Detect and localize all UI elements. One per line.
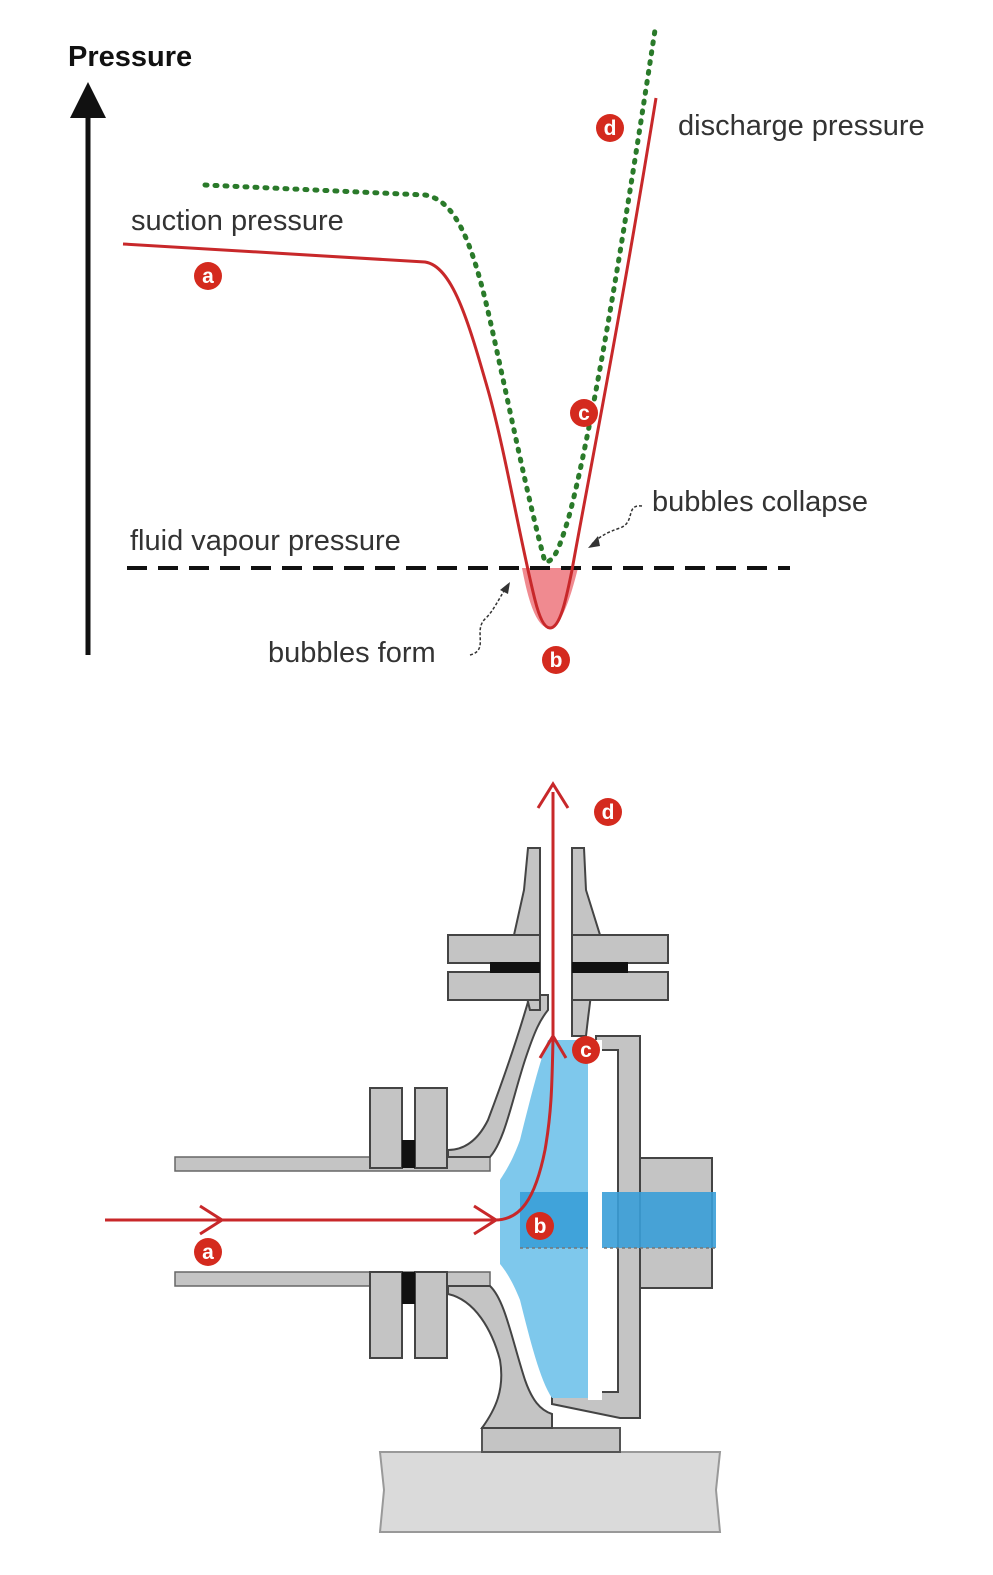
svg-text:d: d bbox=[602, 801, 615, 824]
svg-text:a: a bbox=[202, 1241, 214, 1264]
graph-marker-a: a bbox=[194, 262, 222, 290]
discharge-pressure-label: discharge pressure bbox=[678, 110, 925, 142]
svg-text:b: b bbox=[550, 649, 563, 672]
discharge-flange-top-left bbox=[447, 934, 541, 964]
bubbles-form-label: bubbles form bbox=[268, 637, 436, 669]
bubbles-collapse-label: bubbles collapse bbox=[652, 486, 868, 518]
discharge-flange-bottom-right bbox=[571, 971, 669, 1001]
suction-flange-left-bottom bbox=[369, 1271, 403, 1359]
flow-arrowhead-discharge bbox=[536, 781, 570, 809]
vapour-pressure-label: fluid vapour pressure bbox=[130, 525, 401, 557]
graph-marker-b: b bbox=[542, 646, 570, 674]
pump-marker-c: c bbox=[572, 1036, 600, 1064]
suction-flange-left-top bbox=[369, 1087, 403, 1169]
pressure-curve bbox=[122, 97, 658, 630]
no-cavitation-curve bbox=[202, 27, 658, 565]
discharge-gasket-left bbox=[490, 962, 540, 973]
flow-chevron-eye bbox=[473, 1204, 499, 1236]
pressure-graph: Pressure suction pressure discharge pres… bbox=[68, 27, 925, 674]
suction-gasket-bottom bbox=[402, 1272, 415, 1304]
graph-marker-c: c bbox=[570, 399, 598, 427]
flow-path bbox=[105, 792, 555, 1222]
axis-title: Pressure bbox=[68, 41, 192, 73]
impeller-shaft-band bbox=[520, 1192, 716, 1248]
discharge-gasket-right bbox=[572, 962, 628, 973]
bubbles-form-arrowhead bbox=[500, 582, 510, 594]
pump-cross-section: a b c d bbox=[105, 781, 722, 1533]
impeller-hub-gap bbox=[588, 1040, 602, 1400]
svg-text:c: c bbox=[580, 1039, 592, 1062]
suction-flange-right-top bbox=[414, 1087, 448, 1169]
flow-chevron-outlet bbox=[538, 1033, 568, 1059]
axis-arrowhead bbox=[70, 82, 106, 118]
svg-text:c: c bbox=[578, 402, 590, 425]
bubbles-collapse-arrowhead bbox=[588, 536, 600, 548]
svg-text:b: b bbox=[534, 1215, 547, 1238]
pump-marker-a: a bbox=[194, 1238, 222, 1266]
graph-marker-d: d bbox=[596, 114, 624, 142]
suction-gasket-top bbox=[402, 1140, 415, 1168]
svg-text:d: d bbox=[604, 117, 617, 140]
suction-pressure-label: suction pressure bbox=[131, 205, 344, 237]
suction-flange-right-bottom bbox=[414, 1271, 448, 1359]
discharge-flange-top-right bbox=[571, 934, 669, 964]
pump-marker-d: d bbox=[594, 798, 622, 826]
bubble-region bbox=[522, 568, 578, 629]
discharge-flange-bottom-left bbox=[447, 971, 541, 1001]
svg-text:a: a bbox=[202, 265, 214, 288]
pump-marker-b: b bbox=[526, 1212, 554, 1240]
pump-base bbox=[378, 1451, 722, 1533]
flow-chevron-inlet bbox=[199, 1204, 225, 1236]
bubbles-form-leader bbox=[469, 587, 507, 656]
pump-foot bbox=[481, 1427, 621, 1453]
bubbles-collapse-leader bbox=[591, 505, 643, 545]
casing-lower-wall bbox=[447, 1285, 553, 1429]
